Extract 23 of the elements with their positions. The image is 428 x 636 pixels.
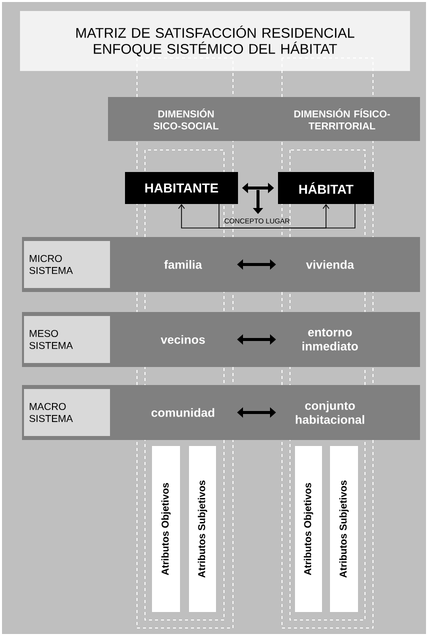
level-label-box: MICRO SISTEMA bbox=[24, 241, 110, 288]
level-label-box: MESO SISTEMA bbox=[24, 316, 110, 363]
level-label-box: MACRO SISTEMA bbox=[24, 389, 110, 436]
arrow bbox=[242, 182, 274, 194]
arrow bbox=[237, 407, 276, 418]
title-box: MATRIZ DE SATISFACCIÓN RESIDENCIAL ENFOQUE SISTÉMICO DEL HÁBITAT bbox=[20, 11, 410, 71]
attribute-column: Atributos Objetivos bbox=[295, 446, 322, 612]
arrow bbox=[218, 204, 330, 228]
level-term: entorno inmediato bbox=[302, 328, 358, 350]
concept-box: HÁBITAT bbox=[278, 172, 374, 204]
arrow bbox=[178, 204, 356, 228]
level-term: vivienda bbox=[306, 260, 354, 269]
header-band: DIMENSIÓN SICO-SOCIAL DIMENSIÓN FÍSICO-TERRITORIAL bbox=[108, 97, 420, 141]
level-term: comunidad bbox=[151, 408, 214, 417]
arrow bbox=[237, 334, 276, 345]
attribute-column: Atributos Objetivos bbox=[152, 446, 180, 612]
attribute-column: Atributos Subjetivos bbox=[330, 446, 358, 612]
arrow bbox=[237, 259, 276, 270]
concept-box: HABITANTE bbox=[125, 172, 238, 204]
attribute-column: Atributos Subjetivos bbox=[189, 446, 216, 612]
level-term: vecinos bbox=[160, 335, 205, 344]
level-term: familia bbox=[164, 260, 202, 269]
level-term: conjunto habitacional bbox=[296, 401, 364, 424]
